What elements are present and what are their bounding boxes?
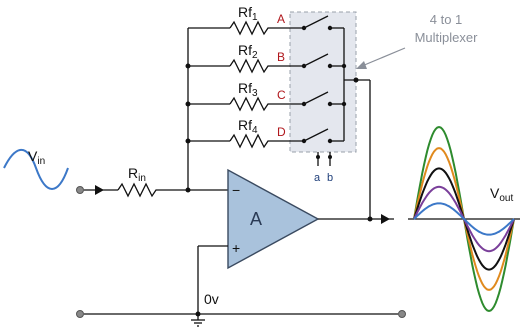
select-b-label: b (327, 172, 333, 184)
ground-symbol-icon (191, 314, 205, 327)
rf3-resistor (229, 96, 304, 112)
svg-text:Rf2: Rf2 (238, 42, 258, 61)
rf2-resistor (229, 58, 304, 74)
switch-letter-c: C (277, 88, 286, 102)
input-sine-wave (3, 148, 69, 190)
vin-label: Vin (28, 148, 45, 167)
switch-letter-d: D (277, 125, 286, 139)
ground-label: 0v (204, 291, 219, 307)
opamp-label: A (250, 209, 262, 229)
input-arrow-icon (95, 185, 104, 195)
rf1-resistor (229, 20, 304, 36)
rf4-resistor (229, 133, 304, 149)
rf1-label: Rf1 (238, 4, 258, 23)
switch-d (303, 128, 329, 142)
switch-c (303, 91, 329, 105)
svg-text:Rf3: Rf3 (238, 80, 258, 99)
ground-terminal-right (398, 310, 406, 318)
switch-b (303, 53, 329, 67)
mux-label-line2: Multiplexer (415, 30, 479, 45)
svg-text:Rin: Rin (128, 165, 146, 184)
multiplexer-box (289, 11, 357, 153)
opamp-minus-sign: − (232, 182, 240, 198)
feedback-rows (185, 15, 333, 149)
opamp-triangle (227, 168, 320, 270)
select-a-label: a (314, 172, 321, 184)
rf2-label: Rf2 (238, 42, 258, 61)
output-wave-5 (413, 202, 515, 236)
ground-terminal-left (76, 310, 84, 318)
rf4-label: Rf4 (238, 117, 258, 136)
rin-label: Rin (128, 165, 146, 184)
output-waves (413, 125, 515, 313)
input-terminal (76, 186, 84, 194)
switch-letter-b: B (277, 50, 285, 64)
opamp-plus-sign: + (232, 240, 240, 256)
output-arrow-icon (381, 214, 390, 224)
output-junction (367, 216, 373, 222)
svg-text:Vout: Vout (490, 185, 513, 204)
svg-text:Vin: Vin (28, 148, 45, 167)
mux-label-line1: 4 to 1 (430, 12, 463, 27)
mux-pointer-line (361, 47, 406, 67)
mux-pointer-arrow-icon (356, 61, 367, 69)
rf3-label: Rf3 (238, 80, 258, 99)
vout-label: Vout (490, 185, 513, 204)
switch-a (303, 15, 329, 29)
svg-text:Rf4: Rf4 (238, 117, 258, 136)
svg-text:Rf1: Rf1 (238, 4, 258, 23)
switch-letter-a: A (277, 12, 285, 26)
rin-resistor (117, 182, 188, 198)
